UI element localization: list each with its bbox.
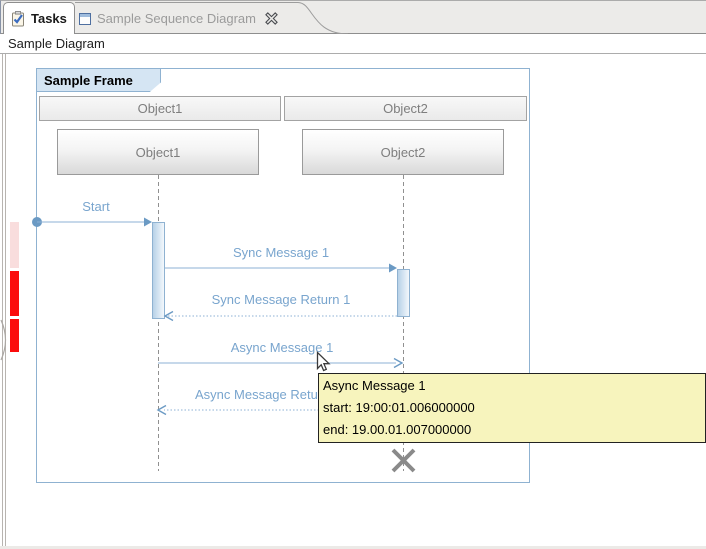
tooltip-start-time: start: 19:00:01.006000000: [323, 400, 475, 415]
lifeline-box-object1[interactable]: Object1: [57, 129, 259, 175]
sequence-frame[interactable]: [36, 68, 530, 483]
tab-sample-sequence-diagram[interactable]: Sample Sequence Diagram: [79, 4, 301, 33]
overview-marker-error[interactable]: [10, 319, 19, 352]
message-async-return-1-label[interactable]: Async Message Return 1: [195, 387, 341, 402]
sash-handle[interactable]: [0, 318, 12, 362]
message-async-1-label[interactable]: Async Message 1: [230, 340, 334, 355]
execution-bar-object2[interactable]: [397, 269, 410, 317]
lifeline-box-object2-label: Object2: [380, 144, 426, 160]
execution-bar-object1[interactable]: [152, 222, 165, 319]
view-toolbar: Sample Diagram: [0, 34, 706, 54]
message-sync-1-label[interactable]: Sync Message 1: [232, 245, 330, 260]
lifeline-header-object1[interactable]: Object1: [39, 96, 281, 121]
close-icon[interactable]: [265, 12, 278, 25]
tasks-icon: [12, 10, 24, 26]
overview-marker-error[interactable]: [10, 271, 19, 316]
message-start-label[interactable]: Start: [82, 199, 110, 214]
tab-sequence-diagram-label: Sample Sequence Diagram: [97, 11, 256, 26]
message-tooltip: Async Message 1 start: 19:00:01.00600000…: [318, 373, 706, 443]
tab-bar: Tasks Sample Sequence Diagram: [0, 0, 706, 35]
lifeline-box-object1-label: Object1: [135, 144, 181, 160]
sash-line[interactable]: [2, 54, 3, 549]
frame-label[interactable]: Sample Frame: [36, 68, 161, 92]
overview-marker-warning[interactable]: [10, 222, 19, 268]
message-sync-return-1-label[interactable]: Sync Message Return 1: [211, 292, 351, 307]
tab-tasks-label: Tasks: [31, 11, 67, 26]
tooltip-end-time: end: 19.00.01.007000000: [323, 422, 472, 437]
tab-tasks[interactable]: Tasks: [3, 2, 75, 34]
lifeline-box-object2[interactable]: Object2: [302, 129, 504, 175]
lifeline-header-object1-label: Object1: [137, 101, 183, 116]
mouse-cursor: [316, 351, 331, 372]
view-title: Sample Diagram: [8, 36, 105, 51]
bottom-edge: [0, 546, 706, 549]
lifeline-header-object2-label: Object2: [383, 101, 428, 116]
sash-line[interactable]: [5, 54, 6, 549]
sequence-diagram-icon: [79, 12, 91, 25]
lifeline-header-object2[interactable]: Object2: [284, 96, 527, 121]
tooltip-title: Async Message 1: [323, 378, 426, 393]
